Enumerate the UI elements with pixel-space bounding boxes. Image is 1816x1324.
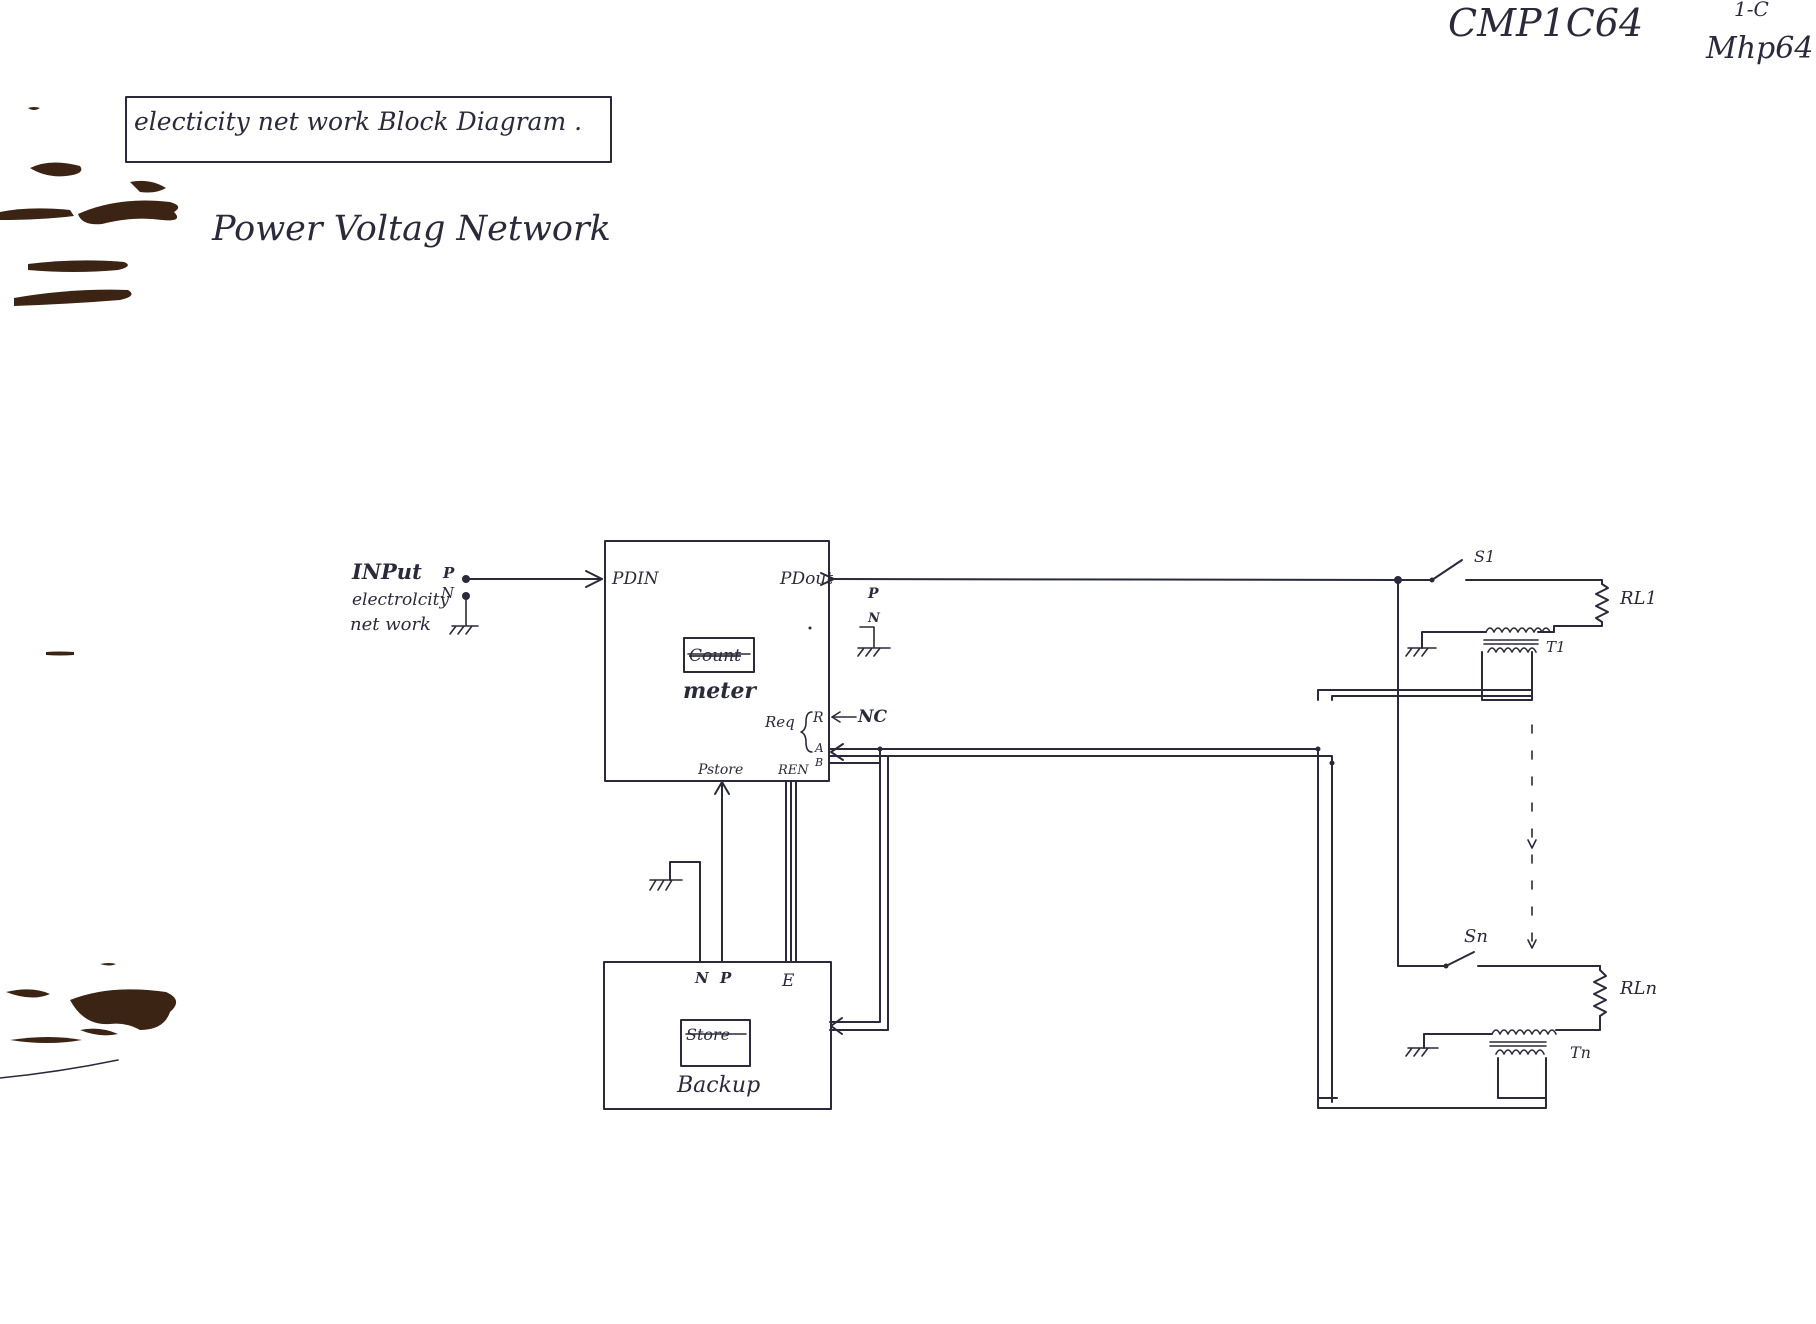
backup-arrow-icon xyxy=(830,1017,843,1035)
diagram-subtitle: Power Voltag Network xyxy=(211,209,611,249)
input-label-3: net work xyxy=(350,614,431,635)
backup-ground-icon xyxy=(649,879,683,891)
meter-ground-icon xyxy=(857,626,891,657)
meter-store-label: Pstore xyxy=(697,762,743,778)
backup-e-label: E xyxy=(781,971,795,991)
tn-ground-icon xyxy=(1405,1047,1439,1057)
backup-block: N P E Store Backup xyxy=(603,961,832,1110)
switch-sn-label: Sn xyxy=(1464,926,1488,947)
meter-block: PDIN PDout Count meter Req R A B Pstore … xyxy=(604,540,891,782)
meter-a-label: A xyxy=(814,741,824,755)
header-code-3: Mhp64. xyxy=(1705,31,1816,66)
t1-ground-icon xyxy=(1405,647,1437,657)
bus-arrow-icon xyxy=(830,743,844,761)
load-branch-n: Sn RLn Tn xyxy=(1317,579,1657,1109)
title-box xyxy=(125,96,612,163)
meter-ren-label: REN xyxy=(777,763,809,778)
meter-load-bus xyxy=(829,743,1338,1103)
resistor-rl1-label: RL1 xyxy=(1619,588,1657,609)
backup-n-label: N xyxy=(694,969,710,987)
input-p-label: P xyxy=(442,564,455,582)
resistor-rln-icon xyxy=(1593,969,1607,1017)
transformer-tn-label: Tn xyxy=(1570,1043,1591,1062)
input-n-label: N xyxy=(440,584,455,602)
backup-struck-box xyxy=(680,1019,751,1067)
input-ground-icon xyxy=(449,599,479,635)
input-label-2: electrolcity xyxy=(352,590,449,610)
switch-sn-icon[interactable] xyxy=(1445,951,1475,967)
meter-port-out: PDout xyxy=(779,569,833,589)
meter-b-label: B xyxy=(814,756,823,769)
transformer-tn-icon xyxy=(1489,1029,1557,1055)
meter-backup-links xyxy=(649,780,797,963)
meter-nc-arrow-icon xyxy=(831,711,841,723)
header-code-2: 1-C xyxy=(1734,0,1769,21)
switch-s1-label: S1 xyxy=(1474,547,1495,566)
switch-s1-icon[interactable] xyxy=(1431,559,1463,581)
backup-box xyxy=(603,961,832,1110)
meter-r-label: R xyxy=(812,710,824,726)
meter-out-n-label: N xyxy=(867,611,881,626)
output-p-wire xyxy=(828,578,1398,581)
meter-struck-box xyxy=(683,637,755,673)
meter-brace xyxy=(800,711,813,753)
meter-req-label: Req xyxy=(764,713,795,731)
input-p-terminal xyxy=(462,575,470,583)
meter-box xyxy=(604,540,830,782)
meter-port-in: PDIN xyxy=(611,569,660,589)
stray-dot xyxy=(808,626,812,630)
meter-nc-label: NC xyxy=(857,707,888,727)
input-n-terminal xyxy=(462,592,470,600)
backup-p-label: P xyxy=(719,969,732,987)
resistor-rl1-icon xyxy=(1595,583,1609,623)
input-section: INPut electrolcity net work P N xyxy=(350,559,603,635)
resistor-rln-label: RLn xyxy=(1619,978,1657,999)
meter-struck-label: Count xyxy=(689,646,741,666)
diagram-title: electicity net work Block Diagram . xyxy=(134,107,582,136)
backup-label: Backup xyxy=(676,1073,760,1098)
load-branch-1: S1 RL1 T1 xyxy=(1317,547,1657,951)
input-arrow-icon xyxy=(585,570,603,588)
meter-out-p-label: P xyxy=(867,586,879,602)
store-arrow-icon xyxy=(714,781,730,795)
header-code-1: CMP1C64 xyxy=(1448,1,1643,45)
meter-label: meter xyxy=(683,678,757,704)
ink-blots xyxy=(0,107,179,1079)
output-arrow-icon xyxy=(820,572,835,586)
input-label-1: INPut xyxy=(351,559,422,584)
transformer-t1-icon xyxy=(1483,627,1551,653)
transformer-t1-label: T1 xyxy=(1546,638,1566,656)
